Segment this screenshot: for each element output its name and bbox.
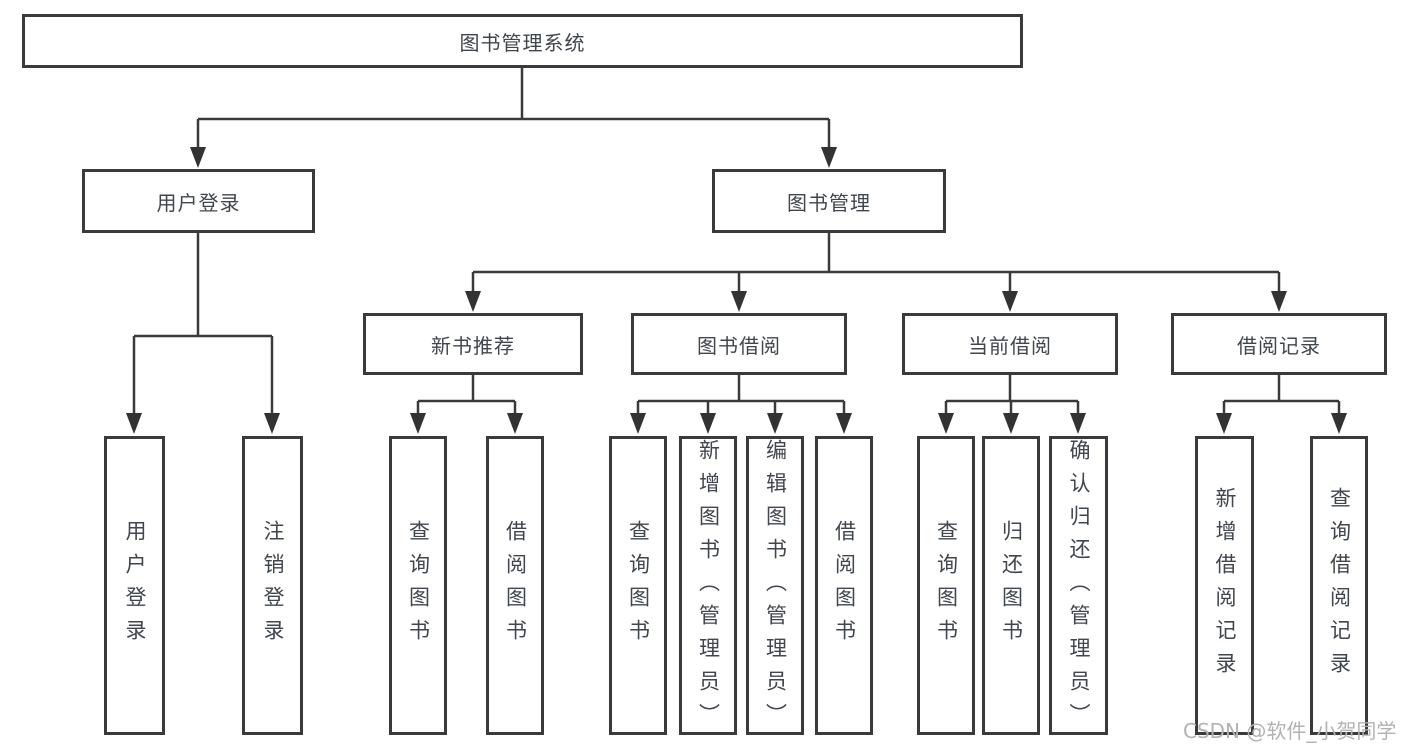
leaf-query-books-borrow-label: 查询图书 — [626, 519, 651, 652]
node-borrow-records-label: 借阅记录 — [1237, 333, 1321, 358]
leaf-query-books-borrow: 查询图书 — [609, 436, 667, 735]
node-borrow-records: 借阅记录 — [1171, 313, 1387, 375]
leaf-user-login: 用户登录 — [104, 436, 165, 735]
node-new-book-recommend: 新书推荐 — [363, 313, 583, 375]
leaf-confirm-return-admin: 确认归还（管理员） — [1049, 436, 1108, 736]
node-current-borrow: 当前借阅 — [902, 313, 1118, 375]
node-new-book-recommend-label: 新书推荐 — [431, 333, 515, 358]
leaf-borrow-books-label: 借阅图书 — [832, 519, 857, 652]
node-current-borrow-label: 当前借阅 — [968, 333, 1052, 358]
node-user-login-label: 用户登录 — [156, 190, 241, 215]
leaf-logout-label: 注销登录 — [261, 519, 285, 652]
node-book-borrow-label: 图书借阅 — [697, 333, 781, 358]
leaf-query-books-current-label: 查询图书 — [934, 519, 959, 652]
node-root: 图书管理系统 — [22, 14, 1023, 68]
node-user-login: 用户登录 — [82, 169, 315, 233]
leaf-logout: 注销登录 — [242, 436, 303, 735]
watermark: CSDN @软件_小贺同学 — [1183, 719, 1397, 743]
leaf-edit-book-admin-label: 编辑图书（管理员） — [763, 439, 788, 736]
leaf-query-borrow-record-label: 查询借阅记录 — [1327, 486, 1352, 685]
leaf-edit-book-admin: 编辑图书（管理员） — [746, 436, 804, 736]
leaf-add-book-admin: 新增图书（管理员） — [679, 436, 737, 736]
leaf-add-book-admin-label: 新增图书（管理员） — [696, 439, 721, 736]
leaf-borrow-books: 借阅图书 — [815, 436, 873, 735]
leaf-add-borrow-record: 新增借阅记录 — [1195, 436, 1254, 735]
node-book-borrow: 图书借阅 — [631, 313, 847, 375]
leaf-return-book-label: 归还图书 — [999, 519, 1024, 652]
leaf-borrow-books-recommend: 借阅图书 — [486, 436, 544, 735]
leaf-query-books-current: 查询图书 — [917, 436, 975, 735]
leaf-add-borrow-record-label: 新增借阅记录 — [1213, 486, 1237, 685]
leaf-borrow-books-recommend-label: 借阅图书 — [503, 519, 528, 652]
leaf-query-books-recommend-label: 查询图书 — [406, 519, 431, 652]
node-book-management: 图书管理 — [712, 169, 946, 233]
node-book-management-label: 图书管理 — [787, 190, 871, 215]
node-root-label: 图书管理系统 — [459, 30, 586, 55]
leaf-confirm-return-admin-label: 确认归还（管理员） — [1067, 439, 1091, 736]
leaf-user-login-label: 用户登录 — [123, 519, 147, 652]
leaf-return-book: 归还图书 — [982, 436, 1040, 735]
leaf-query-borrow-record: 查询借阅记录 — [1310, 436, 1368, 735]
leaf-query-books-recommend: 查询图书 — [389, 436, 447, 735]
